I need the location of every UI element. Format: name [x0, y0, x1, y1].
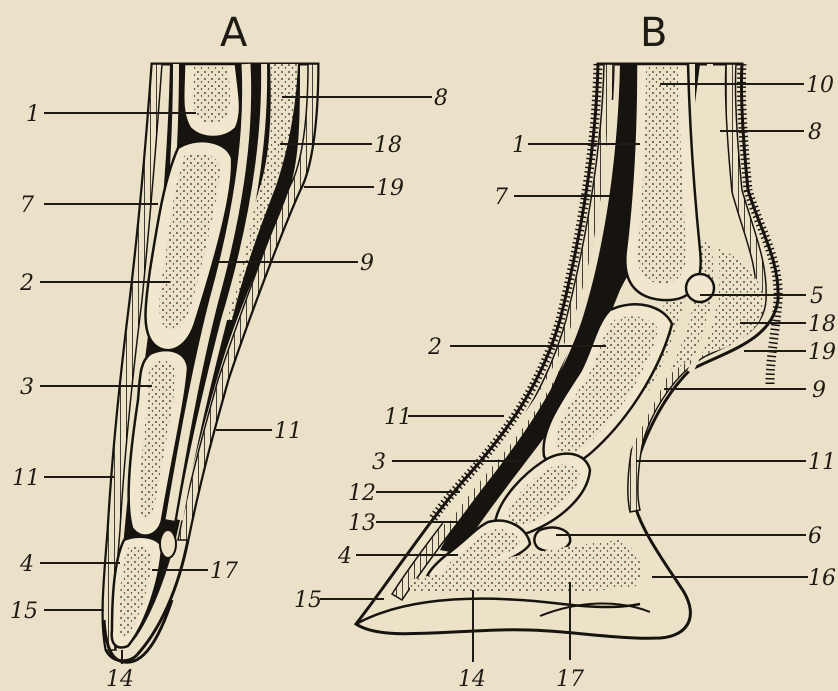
label-b-7: 7 — [494, 185, 508, 210]
label-a-7: 7 — [20, 193, 34, 218]
label-b-18: 18 — [808, 312, 836, 337]
label-b-11: 11 — [384, 405, 412, 430]
label-b-15: 15 — [294, 588, 322, 613]
label-a-11b: 11 — [274, 419, 302, 444]
label-b-13: 13 — [348, 511, 376, 536]
label-b-6: 6 — [808, 524, 822, 549]
label-b-16: 16 — [808, 566, 836, 591]
label-a-14: 14 — [106, 667, 134, 691]
label-b-1: 1 — [512, 133, 526, 158]
label-a-9: 9 — [360, 251, 374, 276]
label-a-4: 4 — [19, 552, 34, 577]
label-b-9: 9 — [812, 378, 826, 403]
panel-a-letter: A — [220, 10, 248, 56]
panel-b-letter: B — [640, 10, 667, 56]
label-b-19: 19 — [808, 340, 836, 365]
label-b-14: 14 — [458, 667, 486, 691]
label-a-8: 8 — [434, 86, 448, 111]
label-b-12: 12 — [348, 481, 376, 506]
panel-b-drawing — [356, 64, 778, 638]
label-a-2: 2 — [19, 271, 34, 296]
label-b-3: 3 — [372, 450, 386, 475]
label-a-17: 17 — [210, 559, 238, 584]
label-b-10: 10 — [806, 73, 834, 98]
label-b-17: 17 — [556, 667, 584, 691]
label-a-19: 19 — [376, 176, 404, 201]
label-a-11: 11 — [12, 466, 40, 491]
label-b-4: 4 — [337, 544, 352, 569]
label-a-15: 15 — [10, 599, 38, 624]
label-b-2: 2 — [427, 335, 442, 360]
label-b-8: 8 — [808, 120, 822, 145]
label-a-3: 3 — [20, 375, 34, 400]
label-b-11b: 11 — [808, 450, 836, 475]
label-a-18: 18 — [374, 133, 402, 158]
label-b-5: 5 — [810, 284, 824, 309]
label-a-1: 1 — [26, 102, 40, 127]
